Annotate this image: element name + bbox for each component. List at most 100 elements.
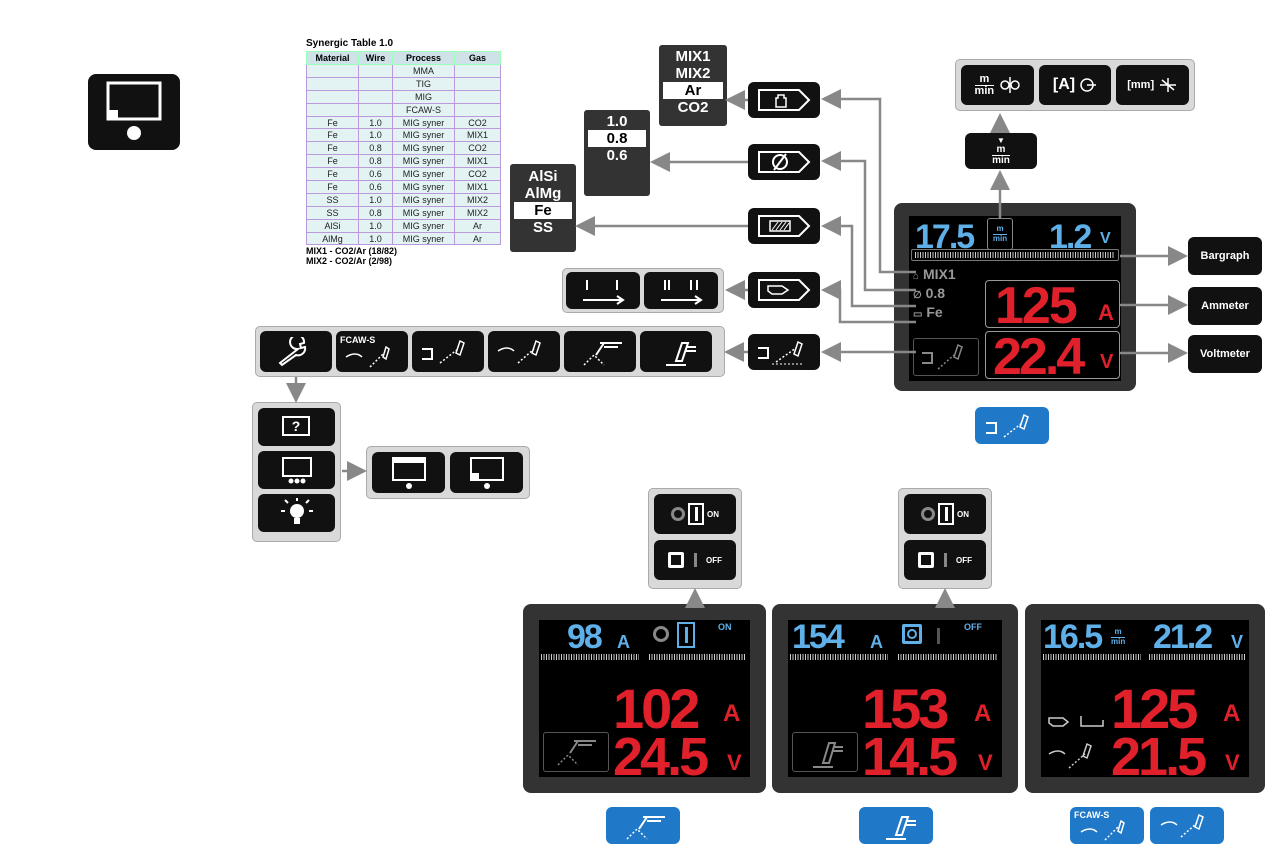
table-cell: 1.0 [358,231,393,246]
switch-off-button[interactable]: OFF [654,540,736,580]
display-layout-options [366,446,530,499]
tig-torch-icon [557,740,596,766]
voltmeter-box [985,331,1120,379]
trigger-mode-group [562,268,724,313]
current-value: 125 [1111,677,1198,740]
4t-mode-button[interactable] [644,272,718,309]
table-cell: 0.8 [358,141,393,156]
setup-wrench-button[interactable] [260,331,332,372]
table-header: Gas [454,51,501,65]
list-option[interactable]: 0.8 [588,130,646,147]
material-button[interactable] [748,208,820,244]
table-cell: AlSi [306,218,359,233]
4t-icon [661,279,703,305]
help-icon: ? [281,416,310,436]
mma-mode-indicator[interactable] [859,807,933,844]
table-cell: SS [306,205,359,220]
voltmeter-label: Voltmeter [1188,335,1262,373]
list-option[interactable]: MIX2 [675,65,711,82]
list-option[interactable]: MIX1 [675,48,711,65]
table-row: MIG [306,89,501,104]
bargraph [915,252,1115,258]
off-status: OFF [964,622,982,632]
torch-trigger-icon [1048,716,1104,727]
list-option[interactable]: CO2 [677,99,709,116]
list-option[interactable]: SS [532,219,553,236]
process-button[interactable] [748,334,820,370]
torch-mode-button[interactable] [748,272,820,308]
wire-speed-value: 16.5 [1043,618,1103,656]
table-cell: MIX1 [454,128,501,143]
mma-electrode-icon [886,815,916,840]
wire-param-icon: ∅ [913,290,922,301]
ring-icon [668,552,684,568]
table-cell: Fe [306,180,359,194]
table-cell: FCAW-S [392,102,455,117]
tig-button[interactable] [564,331,636,372]
down-arrow-icon: ▼ [997,135,1005,145]
ring-icon [918,552,934,568]
table-cell [358,76,393,91]
list-option[interactable]: AlMg [524,185,562,202]
current-value: 102 [613,677,700,740]
current-unit: A [974,700,992,727]
voltage-unit: V [1100,351,1114,373]
switch-off-button[interactable]: OFF [904,540,986,580]
switch-on-button[interactable]: ON [904,494,986,534]
screen-corner-icon [469,456,504,489]
table-cell: AlMg [306,231,359,246]
mig-process-icon [986,413,1029,438]
table-cell: 1.0 [358,218,393,233]
2t-mode-button[interactable] [566,272,640,309]
torch-trigger-icon [758,279,811,301]
mig-synergic-button[interactable] [488,331,560,372]
table-cell: TIG [392,76,455,91]
tig-mode-indicator[interactable] [606,807,680,844]
mig-manual-button[interactable] [412,331,484,372]
fcaw-mode-indicator[interactable]: FCAW-S [1070,807,1144,844]
list-option[interactable]: Ar [663,82,723,99]
voltage-value: 22.4 [993,328,1085,386]
bargraph-right [1149,654,1245,660]
set-current-unit: A [870,632,883,652]
set-current-unit: A [617,632,630,652]
list-option[interactable]: 0.6 [606,147,628,164]
list-option[interactable]: AlSi [528,168,558,185]
table-cell: MIG syner [392,128,455,143]
list-option[interactable]: Fe [514,202,572,219]
brightness-button[interactable] [258,494,335,532]
display-settings-button[interactable] [258,451,335,489]
table-header: Wire [358,51,393,65]
switch-on-button[interactable]: ON [654,494,736,534]
mm-unit: [mm] [1127,79,1155,91]
mig-synergic-mode-indicator[interactable] [1150,807,1224,844]
table-cell [454,76,501,91]
process-indicator [1045,738,1111,774]
table-cell: MIG syner [392,192,455,207]
table-cell: MIG syner [392,115,455,130]
wire-diameter-button[interactable] [748,144,820,180]
list-option[interactable]: 1.0 [606,113,628,130]
process-indicator [543,732,609,772]
on-label: ON [957,509,969,519]
layout-option-2[interactable] [450,452,523,493]
mig-mode-indicator[interactable] [975,407,1049,444]
table-cell [358,64,393,78]
layout-option-1[interactable] [372,452,445,493]
mig-synergic-icon [1160,813,1204,838]
help-button[interactable]: ? [258,408,335,446]
unit-amp-button[interactable]: [A] [1038,65,1112,105]
fcaw-s-button[interactable]: FCAW-S [336,331,408,372]
mma-button[interactable] [640,331,712,372]
mma-screen: 154 A OFF 153 A 14.5 V [788,618,1002,787]
unit-mm-button[interactable]: [mm] [1116,65,1190,105]
gas-button[interactable] [748,82,820,118]
display-mode-icon[interactable] [88,74,180,150]
